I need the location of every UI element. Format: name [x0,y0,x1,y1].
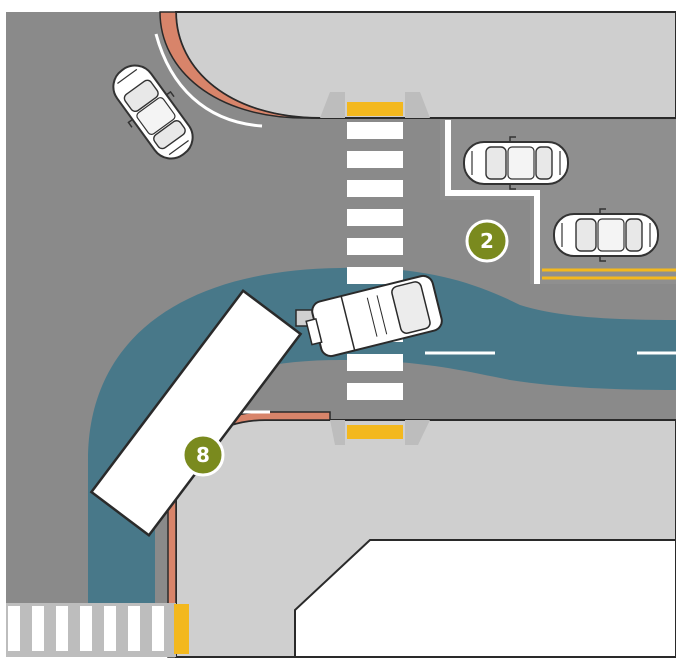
yellow-warning-strip-top [347,102,403,116]
sidewalk-north [174,11,676,119]
parking-lot [294,539,676,658]
crosswalk-bottom [6,603,189,657]
parking-curb-line [445,120,540,284]
car-icon [463,136,569,190]
marker-2: 2 [465,219,509,263]
yellow-warning-strip-bottom [174,604,189,654]
crosswalk-top [347,102,403,439]
marker-8: 8 [181,433,225,477]
yellow-warning-strip-mid [347,425,403,439]
median-bottom [330,420,430,445]
semi-truck-icon [89,274,443,538]
car-icon [553,208,659,262]
marker-2-label: 2 [480,229,494,253]
median-top [320,92,430,118]
marker-8-label: 8 [196,443,210,467]
curb-line-north [154,33,263,128]
